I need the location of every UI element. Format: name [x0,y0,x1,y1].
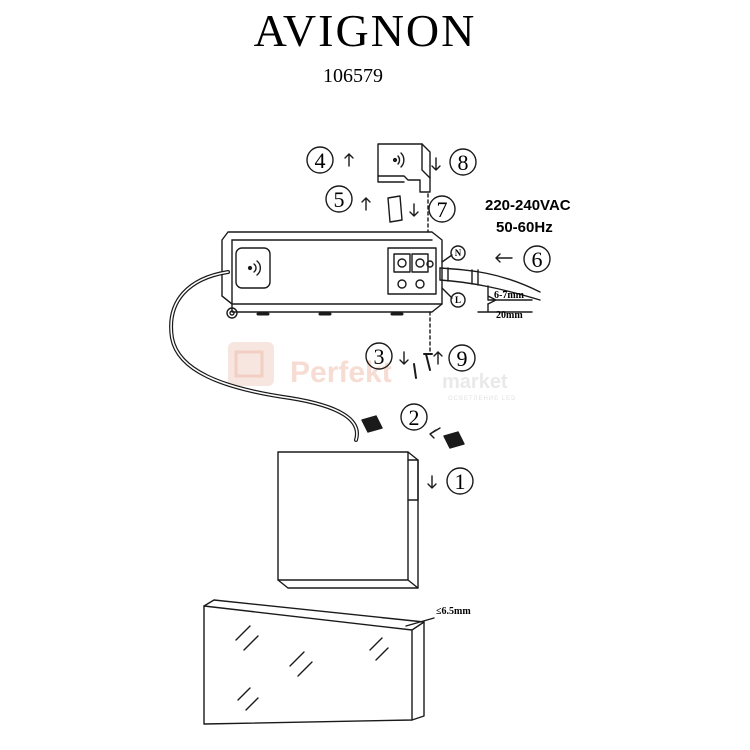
step-9-circle [448,344,476,372]
watermark-tagline: ОСВЕТЛЕНИЕ LED [448,396,516,402]
arrow-up-icon [344,153,354,167]
terminal-block [387,247,437,295]
sensor-cover [377,143,431,193]
panel-thickness-label: ≤6.5mm [436,606,471,617]
step-4-label: 4 [315,148,326,173]
step-2-label: 2 [409,405,420,430]
step-3-circle [365,342,393,370]
arrow-down-icon [427,475,437,489]
step-7-label: 7 [437,197,448,222]
watermark-word-2: market [442,371,508,393]
neutral-label: N [455,248,462,258]
screw-right [443,431,465,449]
step-5-circle [325,185,353,213]
wireless-icon-driver [247,260,261,276]
step-1-label: 1 [455,469,466,494]
step-2-circle [400,403,428,431]
mirror-panel [203,599,425,725]
voltage-label: 220-240VAC [485,197,571,214]
driver-box [221,231,443,319]
arrow-up-icon [361,197,371,211]
step-1-circle [446,467,474,495]
frequency-label: 50-60Hz [496,219,553,236]
arrow-down-icon [399,351,409,365]
watermark-word-1: Perfekt [290,356,392,389]
step-3-label: 3 [374,344,385,369]
watermark: Perfekt market ОСВЕТЛЕНИЕ LED [228,342,516,402]
live-label: L [455,295,461,305]
step-5-label: 5 [334,187,345,212]
watermark-logo-icon [228,342,274,386]
arrow-up-icon [433,351,443,365]
wireless-icon [392,152,405,168]
insulation-length-label: 20mm [496,310,523,321]
arrow-down-icon [409,203,419,217]
strip-length-label: 6-7mm [494,290,525,301]
step-6-circle [523,245,551,273]
step-4-circle [306,146,334,174]
step-8-circle [449,148,477,176]
product-code: 106579 [323,65,383,87]
screw-left [361,415,383,433]
product-title: AVIGNON [254,5,477,56]
step-6-label: 6 [532,247,543,272]
step-9-label: 9 [457,346,468,371]
gasket-piece [387,195,403,223]
arrow-down-icon [431,157,441,171]
lamp-panel [277,451,419,589]
step-7-circle [428,195,456,223]
step-8-label: 8 [458,150,469,175]
